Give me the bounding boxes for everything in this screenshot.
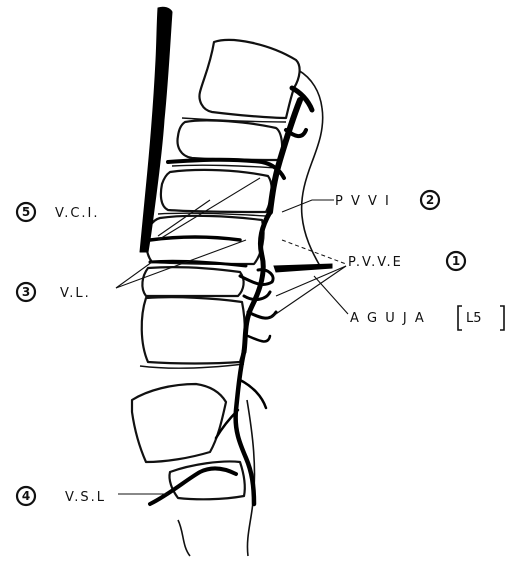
- leader-pvvi: [282, 200, 334, 212]
- plexus-web-1: [240, 270, 273, 285]
- svg-text:2: 2: [426, 193, 434, 207]
- label-aguja-bracket-text: L5: [466, 311, 482, 326]
- vertebra-1: [200, 40, 300, 118]
- label-vci-text: V.C.I.: [55, 206, 100, 221]
- svg-text:5: 5: [22, 205, 30, 219]
- svg-text:3: 3: [22, 285, 30, 299]
- sacral-contour: [178, 520, 190, 556]
- label-vsl-text: V.S.L: [65, 490, 106, 505]
- aguja-bracket-right: [500, 306, 504, 330]
- leader-pvve-1: [282, 240, 346, 264]
- svg-text:1: 1: [452, 254, 460, 268]
- label-pvve-text: P.V.V.E: [348, 255, 403, 270]
- label-pvvi-text: P V V I: [335, 194, 391, 209]
- vertebra-6: [142, 297, 245, 363]
- label-aguja: A G U J A L5: [350, 306, 504, 330]
- label-vl: 3 V.L.: [17, 283, 91, 301]
- inferior-vena-cava: [140, 7, 172, 252]
- disc-line-5: [140, 364, 244, 368]
- label-vci: 5 V.C.I.: [17, 203, 100, 221]
- plexus-web-4: [248, 336, 270, 341]
- label-aguja-text: A G U J A: [350, 311, 426, 326]
- sacrum-segment: [169, 461, 244, 499]
- label-vl-text: V.L.: [60, 286, 91, 301]
- label-pvvi: P V V I 2: [335, 191, 439, 209]
- svg-text:4: 4: [22, 489, 30, 503]
- vertebra-5: [142, 267, 243, 296]
- needle: [274, 264, 332, 272]
- leader-aguja: [314, 276, 348, 314]
- plexus-web-5: [240, 380, 266, 408]
- vertebra-3: [161, 170, 272, 212]
- disc-line-2: [172, 165, 278, 168]
- vertebra-7: [132, 384, 226, 462]
- leader-pvve-3: [270, 266, 346, 318]
- label-pvve: P.V.V.E 1: [348, 252, 465, 270]
- aguja-bracket-left: [458, 306, 462, 330]
- label-vsl: 4 V.S.L: [17, 487, 106, 505]
- vertebra-2: [178, 120, 283, 160]
